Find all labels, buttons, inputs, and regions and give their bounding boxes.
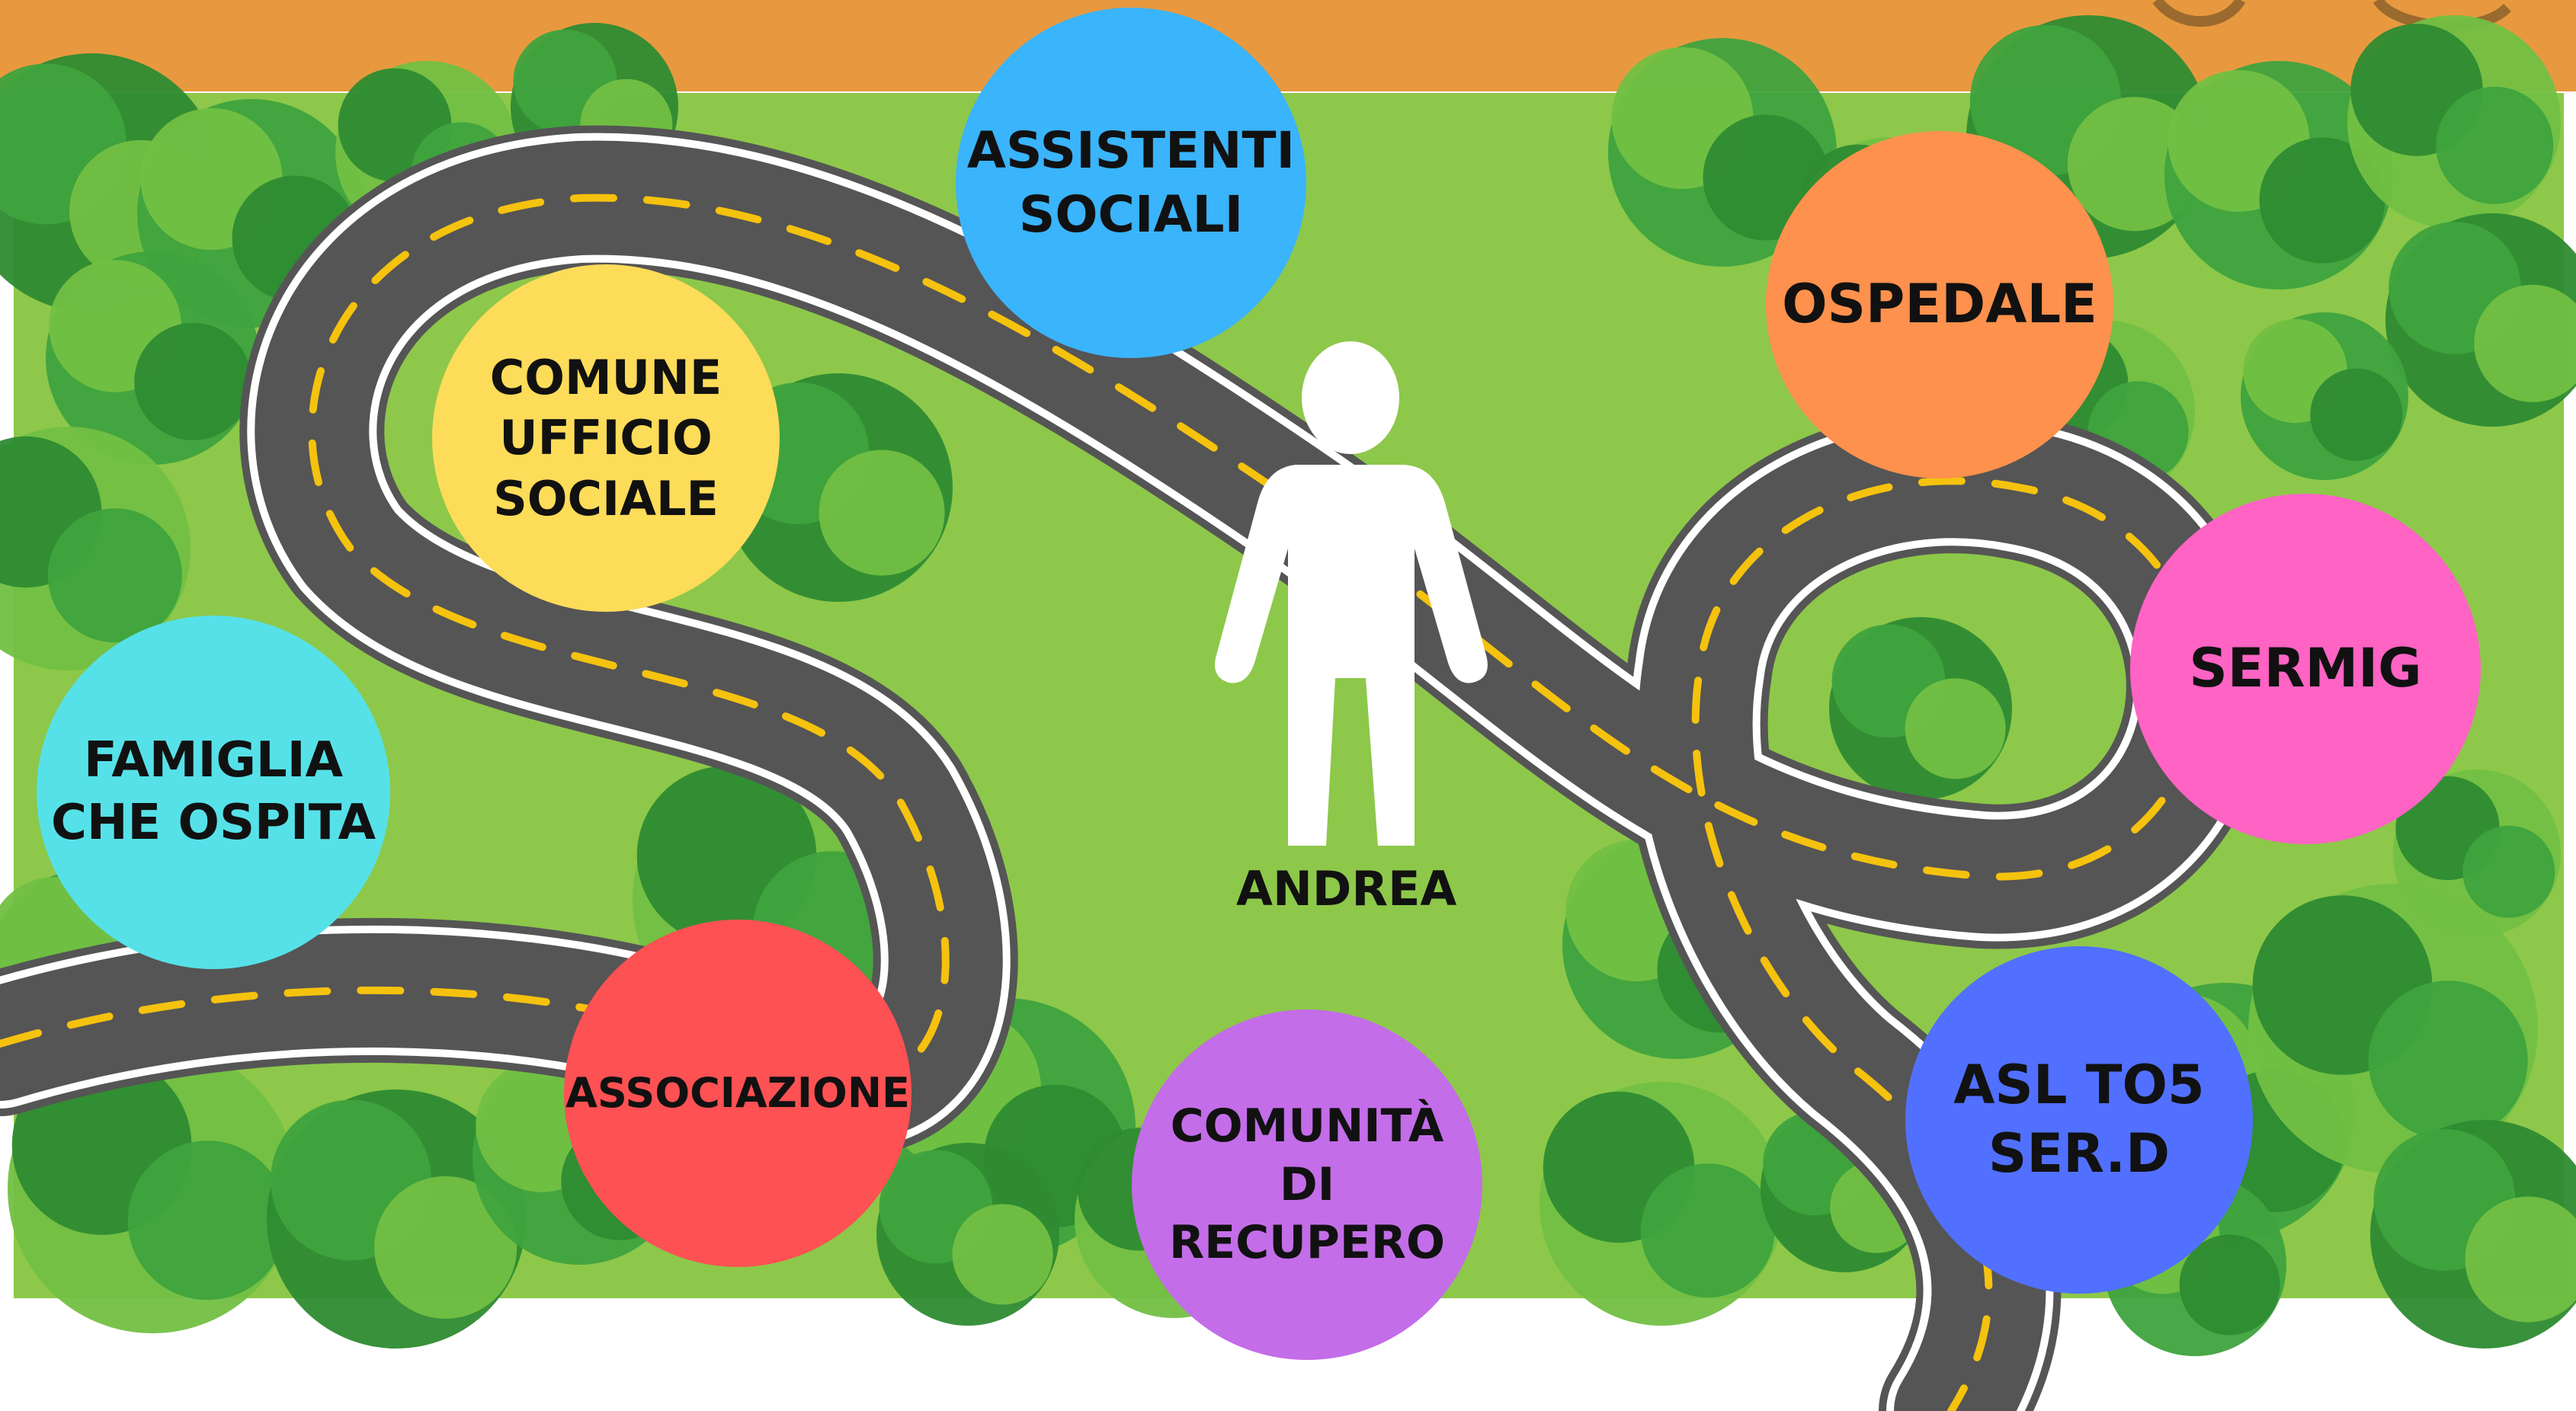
node-label: SERMIG [2189,637,2422,700]
tree [2385,213,2576,427]
node-label: CHE OSPITA [51,795,376,851]
node-label: SOCIALI [1018,185,1244,244]
tree [46,251,259,465]
node-label: FAMIGLIA [83,732,344,789]
node-label: UFFICIO [499,410,713,466]
tree [876,1143,1059,1326]
tree [0,427,191,670]
node-ospedale: OSPEDALE [1766,131,2113,478]
node-label: ASSOCIAZIONE [566,1069,910,1118]
tree [267,1089,526,1349]
tree [1829,617,2012,800]
node-label: DI [1279,1157,1335,1211]
road [0,125,2271,1411]
person-name: ANDREA [1236,861,1457,917]
tree [2241,312,2408,480]
tree [2248,884,2538,1173]
tree [2370,1120,2576,1349]
node-famiglia: FAMIGLIA CHE OSPITA [37,616,390,969]
tree [2347,15,2561,229]
tree [8,1044,297,1333]
tree [2164,61,2393,290]
node-label: RECUPERO [1168,1216,1446,1270]
node-associazione: ASSOCIAZIONE [564,920,912,1267]
node-label: ASSISTENTI [966,120,1296,180]
node-label: OSPEDALE [1782,273,2097,336]
node-label: COMUNE [489,349,722,405]
node-label: SER.D [1988,1122,2171,1185]
road-center-dashes [0,194,2203,1411]
person-silhouette-icon [1215,341,1488,846]
node-label: SOCIALE [493,470,719,526]
node-label: COMUNITÀ [1170,1099,1444,1153]
tree [2393,769,2561,937]
node-label: ASL TO5 [1953,1054,2205,1117]
node-sermig: SERMIG [2130,494,2481,844]
tree [1540,1082,1783,1326]
